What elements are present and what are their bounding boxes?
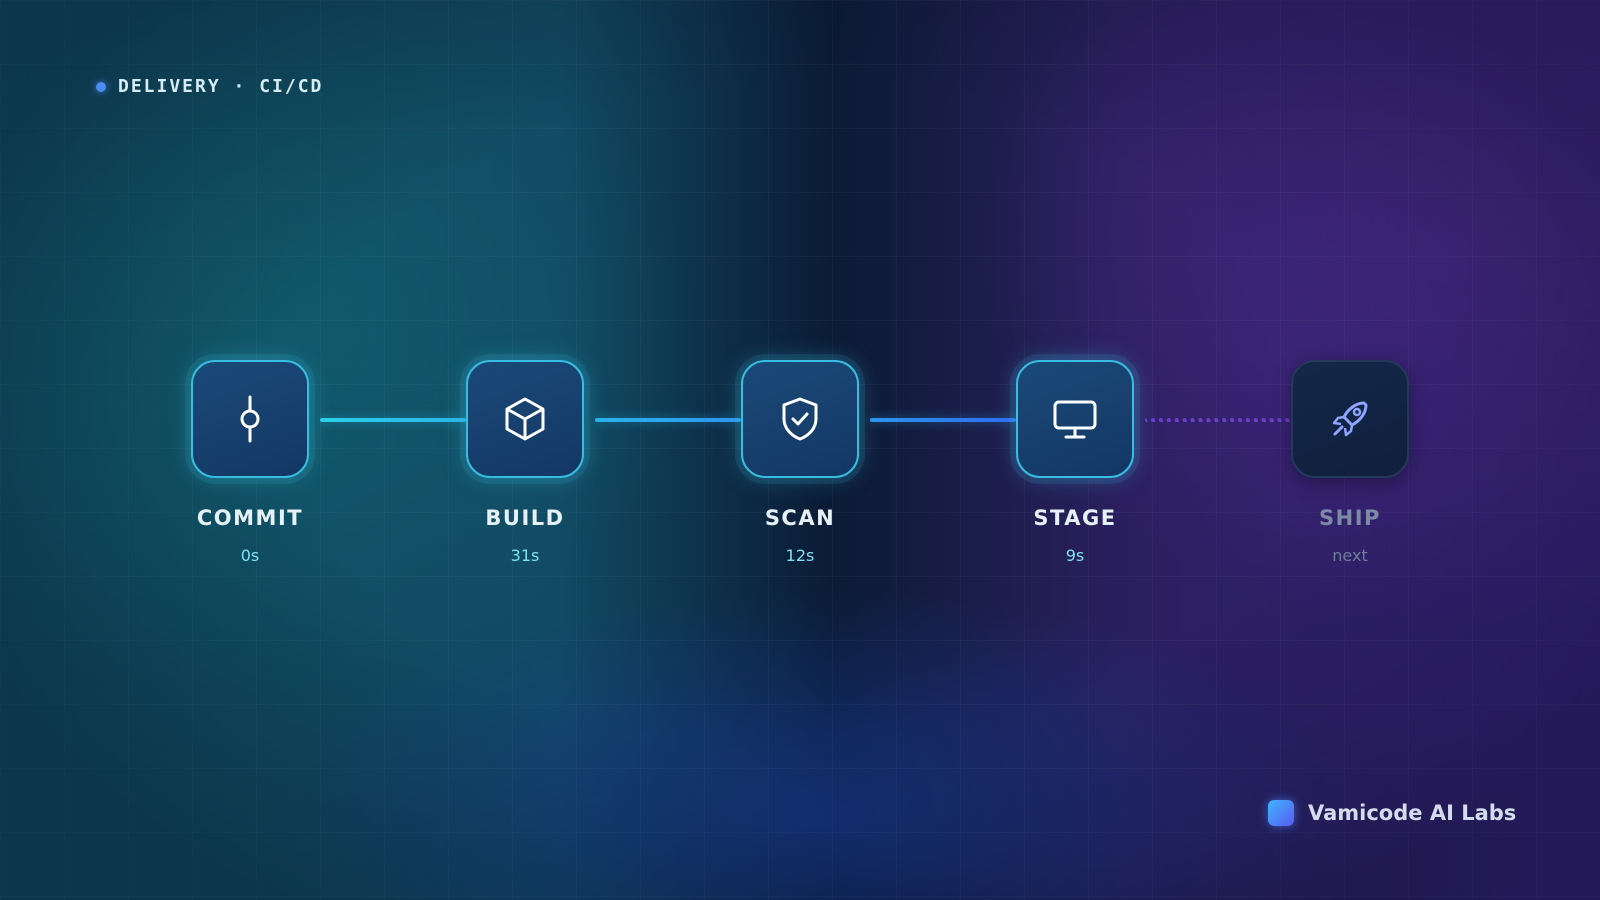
brand: Vamicode AI Labs bbox=[1268, 800, 1516, 826]
brand-logo-icon bbox=[1268, 800, 1294, 826]
package-icon bbox=[505, 397, 545, 441]
step-duration: 12s bbox=[785, 546, 815, 565]
step-tile bbox=[191, 360, 309, 478]
rocket-icon bbox=[1332, 401, 1368, 437]
shield-check-icon bbox=[782, 397, 818, 441]
pipeline-step-ship[interactable]: SHIP next bbox=[1290, 360, 1410, 565]
monitor-icon bbox=[1053, 400, 1097, 439]
step-label: SHIP bbox=[1319, 506, 1381, 530]
step-duration: 0s bbox=[240, 546, 260, 565]
status-dot-icon bbox=[96, 81, 106, 92]
step-label: SCAN bbox=[764, 506, 836, 530]
pipeline-step-commit[interactable]: COMMIT 0s bbox=[190, 360, 310, 565]
pipeline-step-scan[interactable]: SCAN 12s bbox=[740, 360, 860, 565]
section-tag: DELIVERY · CI/CD bbox=[96, 76, 323, 97]
step-tile bbox=[1291, 360, 1409, 478]
brand-name: Vamicode AI Labs bbox=[1308, 801, 1517, 825]
section-tag-label: DELIVERY · CI/CD bbox=[118, 76, 324, 97]
git-commit-icon bbox=[240, 395, 260, 443]
step-label: BUILD bbox=[485, 506, 565, 530]
step-duration: next bbox=[1332, 546, 1368, 565]
step-label: STAGE bbox=[1033, 506, 1117, 530]
connector-commit-build bbox=[320, 418, 466, 422]
pipeline-step-build[interactable]: BUILD 31s bbox=[465, 360, 585, 565]
step-tile bbox=[466, 360, 584, 478]
connector-build-scan bbox=[595, 418, 741, 422]
step-tile bbox=[741, 360, 859, 478]
step-tile bbox=[1016, 360, 1134, 478]
step-duration: 31s bbox=[510, 546, 540, 565]
step-label: COMMIT bbox=[196, 506, 304, 530]
connector-scan-stage bbox=[870, 418, 1016, 422]
connector-stage-ship bbox=[1145, 418, 1291, 422]
pipeline-step-stage[interactable]: STAGE 9s bbox=[1015, 360, 1135, 565]
step-duration: 9s bbox=[1065, 546, 1085, 565]
